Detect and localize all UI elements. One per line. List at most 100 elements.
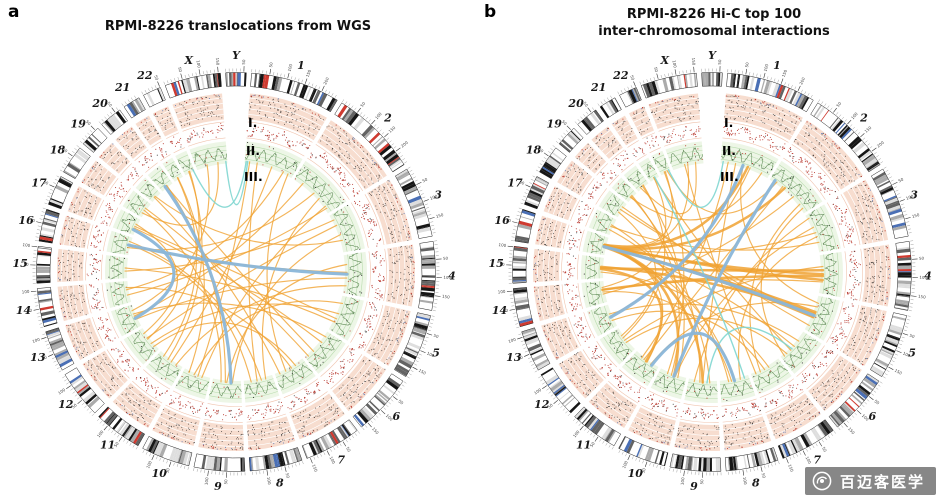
svg-text:50: 50 <box>113 441 120 448</box>
svg-text:100: 100 <box>22 242 31 248</box>
svg-text:50: 50 <box>744 62 750 68</box>
svg-text:150: 150 <box>305 69 312 78</box>
svg-text:50: 50 <box>717 59 722 65</box>
svg-text:100: 100 <box>804 456 812 465</box>
svg-text:100: 100 <box>426 351 435 359</box>
svg-text:14: 14 <box>492 304 507 317</box>
svg-text:2: 2 <box>859 112 868 125</box>
svg-text:50: 50 <box>505 217 512 223</box>
svg-text:8: 8 <box>752 477 760 490</box>
svg-text:50: 50 <box>397 398 404 405</box>
track-i-scatter <box>533 93 892 451</box>
svg-text:100: 100 <box>96 429 105 438</box>
svg-text:50: 50 <box>43 179 50 186</box>
svg-text:100: 100 <box>742 477 748 486</box>
svg-text:50: 50 <box>547 402 554 409</box>
svg-text:17: 17 <box>31 176 47 189</box>
svg-text:50: 50 <box>223 479 228 485</box>
svg-text:100: 100 <box>919 275 927 280</box>
svg-text:50: 50 <box>241 59 246 65</box>
svg-text:200: 200 <box>400 140 409 149</box>
svg-text:1: 1 <box>773 59 781 72</box>
svg-text:50: 50 <box>29 217 36 223</box>
svg-text:100: 100 <box>508 337 517 344</box>
svg-text:150: 150 <box>442 294 451 300</box>
svg-text:200: 200 <box>322 76 330 85</box>
svg-text:200: 200 <box>798 76 806 85</box>
svg-text:50: 50 <box>499 262 505 267</box>
svg-text:20: 20 <box>91 97 108 110</box>
svg-text:22: 22 <box>612 69 629 82</box>
svg-text:100: 100 <box>429 193 438 201</box>
track-iii-line <box>581 141 844 404</box>
svg-text:100: 100 <box>850 111 859 120</box>
svg-text:18: 18 <box>50 143 66 156</box>
svg-text:50: 50 <box>835 101 842 108</box>
svg-text:22: 22 <box>136 69 153 82</box>
svg-text:100: 100 <box>195 60 201 69</box>
svg-text:50: 50 <box>653 66 659 73</box>
panel-b-title: RPMI-8226 Hi-C top 100 inter-chromosomal… <box>476 6 952 40</box>
watermark-text: 百迈客医学 <box>839 472 925 491</box>
svg-text:50: 50 <box>640 467 647 474</box>
svg-text:100: 100 <box>572 429 581 438</box>
svg-text:3: 3 <box>910 189 918 202</box>
svg-text:16: 16 <box>494 214 510 227</box>
track-label-iii: III. <box>720 169 739 184</box>
svg-text:150: 150 <box>863 125 872 134</box>
svg-text:15: 15 <box>488 257 503 270</box>
svg-text:19: 19 <box>547 117 563 130</box>
svg-text:11: 11 <box>100 439 115 452</box>
svg-text:50: 50 <box>433 333 440 339</box>
svg-text:50: 50 <box>177 66 183 73</box>
panel-b: b RPMI-8226 Hi-C top 100 inter-chromosom… <box>476 0 952 499</box>
svg-text:16: 16 <box>18 214 34 227</box>
svg-text:100: 100 <box>385 413 394 422</box>
svg-text:100: 100 <box>905 193 914 201</box>
svg-text:50: 50 <box>821 446 828 453</box>
svg-text:50: 50 <box>27 308 33 314</box>
svg-text:50: 50 <box>443 256 449 261</box>
svg-text:100: 100 <box>374 111 383 120</box>
svg-text:18: 18 <box>526 143 542 156</box>
svg-text:50: 50 <box>897 176 904 183</box>
svg-text:100: 100 <box>902 351 911 359</box>
svg-text:13: 13 <box>506 351 522 364</box>
svg-text:6: 6 <box>392 410 400 423</box>
svg-text:50: 50 <box>519 179 526 186</box>
svg-text:21: 21 <box>590 81 606 94</box>
panel-b-title-line2: inter-chromosomal interactions <box>598 24 830 39</box>
panel-label-b: b <box>484 2 497 22</box>
svg-text:200: 200 <box>876 140 885 149</box>
svg-text:50: 50 <box>537 147 544 154</box>
svg-text:50: 50 <box>23 262 29 267</box>
track-label-i: I. <box>724 115 733 130</box>
svg-text:50: 50 <box>421 176 428 183</box>
track-ii-scatter <box>85 121 387 423</box>
svg-text:100: 100 <box>671 60 677 69</box>
svg-text:50: 50 <box>629 74 636 81</box>
svg-text:100: 100 <box>861 413 870 422</box>
svg-text:150: 150 <box>371 426 380 435</box>
svg-text:15: 15 <box>12 257 27 270</box>
track-ii-scatter <box>561 121 863 423</box>
svg-text:50: 50 <box>345 446 352 453</box>
panel-label-a: a <box>8 2 20 22</box>
svg-text:100: 100 <box>443 275 451 280</box>
svg-text:50: 50 <box>582 101 589 108</box>
ideogram-ring <box>512 72 912 472</box>
svg-text:11: 11 <box>576 439 591 452</box>
svg-text:100: 100 <box>204 477 210 486</box>
svg-text:100: 100 <box>498 289 507 295</box>
track-i-scatter <box>57 93 416 451</box>
svg-text:150: 150 <box>911 212 920 219</box>
svg-text:50: 50 <box>589 441 596 448</box>
svg-text:10: 10 <box>152 467 168 480</box>
svg-text:150: 150 <box>215 57 221 66</box>
svg-text:100: 100 <box>145 460 153 469</box>
